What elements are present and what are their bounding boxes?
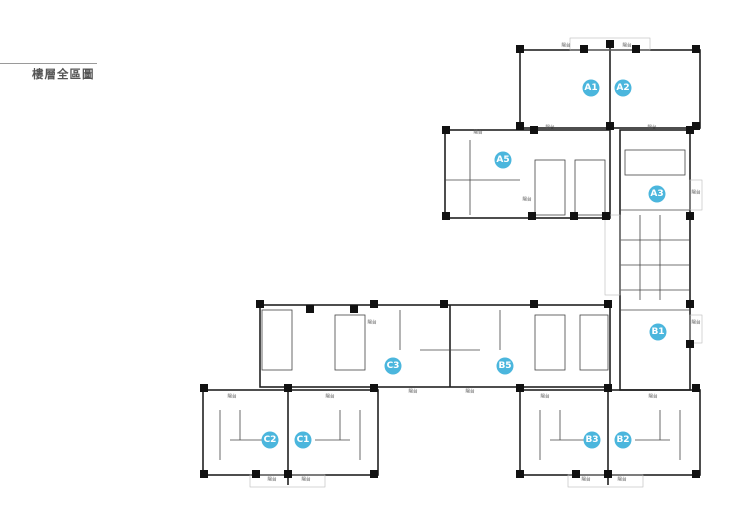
unit-badge-b3[interactable]: B3 xyxy=(583,431,601,449)
structural-columns xyxy=(200,40,700,478)
column xyxy=(370,300,378,308)
unit-badge-a1[interactable]: A1 xyxy=(582,79,600,97)
unit-badge-a5[interactable]: A5 xyxy=(494,151,512,169)
column xyxy=(570,212,578,220)
unit-badge-b2[interactable]: B2 xyxy=(614,431,632,449)
column xyxy=(284,470,292,478)
balcony-label: 陽台 xyxy=(649,393,658,400)
column xyxy=(516,122,524,130)
column xyxy=(370,384,378,392)
balcony-label: 陽台 xyxy=(692,189,701,196)
balcony-label: 陽台 xyxy=(268,476,277,483)
column xyxy=(516,45,524,53)
unit-badge-a2[interactable]: A2 xyxy=(614,79,632,97)
column xyxy=(606,122,614,130)
balcony-label: 陽台 xyxy=(546,124,555,131)
column xyxy=(442,212,450,220)
column xyxy=(686,126,694,134)
column xyxy=(440,300,448,308)
balcony-label: 陽台 xyxy=(582,476,591,483)
unit-label: A3 xyxy=(650,189,663,199)
column xyxy=(256,300,264,308)
column xyxy=(306,305,314,313)
column xyxy=(604,300,612,308)
column xyxy=(528,212,536,220)
column xyxy=(604,470,612,478)
column xyxy=(200,384,208,392)
balcony-label: 陽台 xyxy=(523,196,532,203)
title-divider xyxy=(0,63,97,64)
column xyxy=(686,212,694,220)
column xyxy=(572,470,580,478)
balcony-label: 陽台 xyxy=(562,42,571,49)
column xyxy=(284,384,292,392)
unit-label: B1 xyxy=(651,327,664,337)
balcony-label: 陽台 xyxy=(648,124,657,131)
column xyxy=(602,212,610,220)
column xyxy=(692,122,700,130)
unit-badge-b5[interactable]: B5 xyxy=(496,357,514,375)
balcony-label: 陽台 xyxy=(302,476,311,483)
unit-label: B5 xyxy=(498,361,511,371)
balcony-label: 陽台 xyxy=(692,319,701,326)
unit-badge-c2[interactable]: C2 xyxy=(261,431,279,449)
unit-badge-c1[interactable]: C1 xyxy=(294,431,312,449)
unit-label: A1 xyxy=(584,83,597,93)
column xyxy=(580,45,588,53)
column xyxy=(692,470,700,478)
column xyxy=(606,40,614,48)
unit-label: C1 xyxy=(297,435,310,445)
balcony-labels: 陽台陽台陽台陽台陽台陽台陽台陽台陽台陽台陽台陽台陽台陽台陽台陽台陽台陽台陽台 xyxy=(228,42,701,483)
unit-label: B3 xyxy=(585,435,598,445)
page-title: 樓層全區圖 xyxy=(32,67,95,81)
balcony-label: 陽台 xyxy=(541,393,550,400)
balcony-label: 陽台 xyxy=(474,129,483,136)
balcony-label: 陽台 xyxy=(326,393,335,400)
column xyxy=(350,305,358,313)
column xyxy=(632,45,640,53)
unit-badge-c3[interactable]: C3 xyxy=(384,357,402,375)
unit-label: B2 xyxy=(616,435,629,445)
balcony-label: 陽台 xyxy=(368,319,377,326)
unit-label: C2 xyxy=(264,435,277,445)
column xyxy=(692,45,700,53)
balcony-label: 陽台 xyxy=(228,393,237,400)
column xyxy=(516,470,524,478)
balcony-label: 陽台 xyxy=(409,388,418,395)
column xyxy=(686,340,694,348)
column xyxy=(370,470,378,478)
column xyxy=(200,470,208,478)
unit-label: C3 xyxy=(387,361,400,371)
column xyxy=(252,470,260,478)
balcony-label: 陽台 xyxy=(618,476,627,483)
unit-badge-a3[interactable]: A3 xyxy=(648,185,666,203)
balcony-label: 陽台 xyxy=(466,388,475,395)
column xyxy=(604,384,612,392)
column xyxy=(516,384,524,392)
unit-label: A5 xyxy=(496,155,509,165)
walls xyxy=(202,37,703,488)
unit-label: A2 xyxy=(616,83,629,93)
column xyxy=(530,300,538,308)
column xyxy=(686,300,694,308)
unit-badge-b1[interactable]: B1 xyxy=(649,323,667,341)
column xyxy=(530,126,538,134)
balcony-label: 陽台 xyxy=(623,42,632,49)
column xyxy=(692,384,700,392)
column xyxy=(442,126,450,134)
